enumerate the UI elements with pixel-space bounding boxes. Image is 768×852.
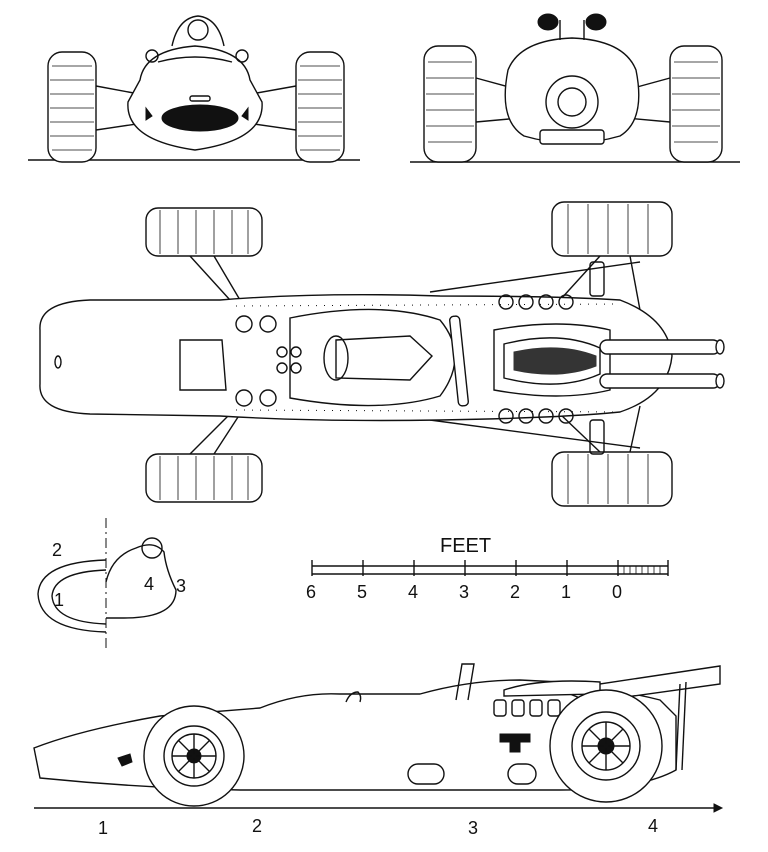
section-label-3: 3	[176, 576, 186, 596]
scale-tick-2: 2	[510, 582, 520, 602]
scale-unit-label: FEET	[440, 535, 491, 557]
side-station-4: 4	[648, 816, 658, 836]
scale-bar: FEET 6 5 4 3 2 1 0	[306, 535, 669, 602]
scale-tick-6: 6	[306, 582, 316, 602]
plan-rear-left-tire	[551, 201, 673, 257]
front-view-left-tire	[47, 51, 97, 163]
scale-tick-5: 5	[357, 582, 367, 602]
section-label-1: 1	[54, 590, 64, 610]
rear-view-right-tire	[669, 45, 723, 163]
rear-view	[410, 13, 740, 163]
section-label-2: 2	[52, 540, 62, 560]
plan-view	[39, 201, 725, 507]
rear-view-left-tire	[423, 45, 477, 163]
plan-front-right-tire	[145, 453, 263, 503]
scale-tick-1: 1	[561, 582, 571, 602]
scale-tick-4: 4	[408, 582, 418, 602]
scale-tick-3: 3	[459, 582, 469, 602]
side-station-1: 1	[98, 818, 108, 838]
plan-front-left-tire	[145, 207, 263, 257]
front-view-right-tire	[295, 51, 345, 163]
side-front-wheel	[143, 705, 245, 807]
scale-tick-0: 0	[612, 582, 622, 602]
cross-section-detail: 2 1 4 3	[37, 518, 186, 652]
side-station-2: 2	[252, 816, 262, 836]
front-view	[28, 15, 360, 163]
side-rear-wheel	[549, 689, 663, 803]
side-view: 1 2 3 4	[33, 663, 724, 838]
section-label-4: 4	[144, 574, 154, 594]
plan-rear-right-tire	[551, 451, 673, 507]
side-station-3: 3	[468, 818, 478, 838]
